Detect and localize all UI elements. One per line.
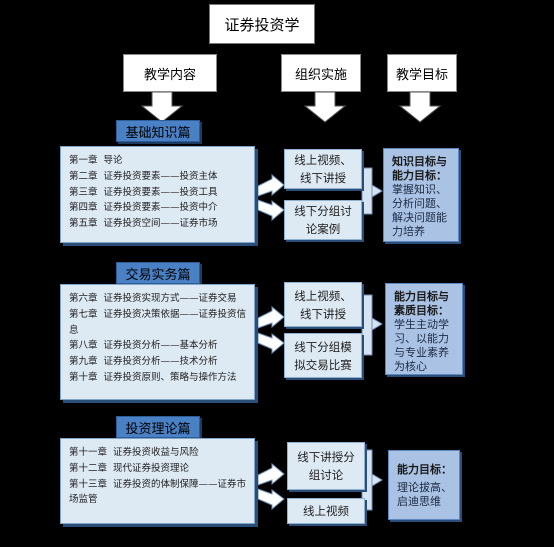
chapter-item: 第十二章 现代证券投资理论 bbox=[69, 462, 190, 474]
impl-basic-1: 线上视频、线下讲授 bbox=[284, 149, 362, 189]
arrow-s3-a bbox=[257, 462, 285, 486]
goal-title: 知识目标与能力目标： bbox=[392, 155, 447, 182]
chapter-item: 第四章 证券投资要素——投资中介 bbox=[69, 202, 218, 214]
goal-text: 理论拔高、启迪思维 bbox=[397, 481, 452, 508]
arrow-s1-b bbox=[257, 199, 285, 222]
chapter-item: 第三章 证券投资要素——投资工具 bbox=[69, 186, 218, 198]
chapter-item: 第九章 证券投资分析——技术分析 bbox=[69, 356, 218, 368]
section-title-basic: 基础知识篇 bbox=[116, 120, 200, 142]
down-arrow-implementation bbox=[303, 91, 347, 123]
goal-basic: 知识目标与能力目标：掌握知识、分析问题、解决问题能力培养 bbox=[383, 148, 459, 242]
chapter-item: 第十三章 证券投资的体制保障——证券市场监管 bbox=[69, 478, 247, 506]
goal-title: 能力目标与素质目标： bbox=[394, 290, 449, 317]
chapter-item: 第十章 证券投资原则、策略与操作方法 bbox=[69, 371, 237, 383]
impl-trading-2: 线下分组模拟交易比赛 bbox=[284, 333, 362, 378]
section-content-basic: 第一章 导论 第二章 证券投资要素——投资主体 第三章 证券投资要素——投资工具… bbox=[60, 146, 255, 243]
chapter-item: 第八章 证券投资分析——基本分析 bbox=[69, 340, 218, 352]
bracket-s1 bbox=[361, 167, 383, 215]
section-title-theory: 投资理论篇 bbox=[116, 416, 200, 438]
header-goals: 教学目标 bbox=[387, 54, 457, 92]
impl-theory-1: 线下讲授分组讨论 bbox=[287, 442, 365, 490]
arrow-s3-b bbox=[257, 488, 285, 511]
arrow-s1-a bbox=[257, 173, 285, 197]
section-content-theory: 第十一章 证券投资收益与风险 第十二章 现代证券投资理论 第十三章 证券投资的体… bbox=[60, 438, 255, 524]
chapter-item: 第六章 证券投资实现方式——证券交易 bbox=[69, 293, 237, 304]
goal-text: 掌握知识、分析问题、解决问题能力培养 bbox=[392, 183, 447, 238]
chapter-item: 第五章 证券投资空间——证券市场 bbox=[69, 218, 218, 230]
chapter-item: 第二章 证券投资要素——投资主体 bbox=[69, 170, 218, 182]
down-arrow-goals bbox=[398, 91, 442, 123]
chapter-item: 第十一章 证券投资收益与风险 bbox=[69, 447, 199, 458]
bracket-s2 bbox=[361, 294, 383, 356]
goal-text: 学生主动学习、以能力与专业素养为核心 bbox=[394, 318, 449, 373]
goal-title: 能力目标： bbox=[397, 463, 452, 476]
section-content-trading: 第六章 证券投资实现方式——证券交易 第七章 证券投资决策依据——证券投资信息 … bbox=[60, 284, 255, 400]
bracket-s3 bbox=[361, 449, 383, 511]
arrow-s2-a bbox=[257, 305, 285, 329]
header-content: 教学内容 bbox=[123, 54, 217, 92]
goal-trading: 能力目标与素质目标：学生主动学习、以能力与专业素养为核心 bbox=[385, 283, 463, 375]
impl-trading-1: 线上视频、线下讲授 bbox=[284, 282, 362, 327]
impl-theory-2: 线上视频 bbox=[287, 498, 365, 524]
chapter-item: 第七章 证券投资决策依据——证券投资信息 bbox=[69, 308, 247, 336]
diagram-title: 证券投资学 bbox=[209, 4, 315, 44]
chapter-item: 第一章 导论 bbox=[69, 155, 123, 166]
goal-theory: 能力目标： 理论拔高、启迪思维 bbox=[388, 450, 460, 520]
section-title-trading: 交易实务篇 bbox=[116, 262, 200, 284]
header-implementation: 组织实施 bbox=[281, 54, 361, 92]
impl-basic-2: 线下分组讨论案例 bbox=[284, 200, 362, 240]
down-arrow-content bbox=[140, 91, 184, 123]
arrow-s2-b bbox=[257, 332, 285, 355]
